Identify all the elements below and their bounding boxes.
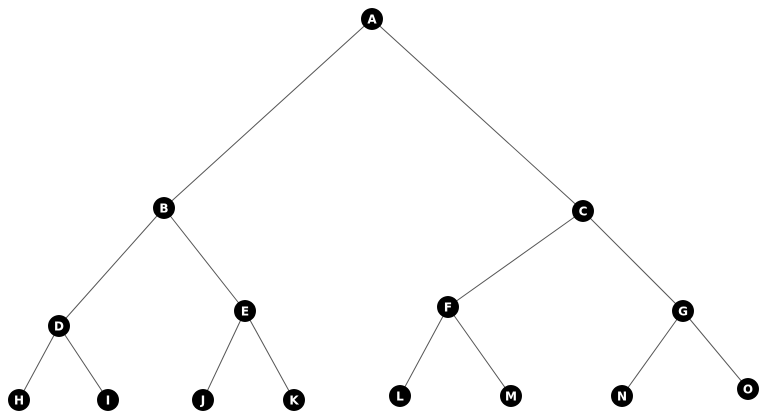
node-circle — [389, 385, 411, 407]
edge-e-j — [202, 310, 246, 401]
node-h: H — [8, 389, 30, 411]
node-label: K — [289, 394, 299, 408]
node-label: H — [14, 394, 24, 408]
node-label: B — [159, 202, 168, 216]
node-label: O — [743, 383, 753, 397]
node-b: B — [153, 197, 175, 219]
node-label: A — [367, 13, 377, 27]
node-circle — [500, 385, 522, 407]
node-label: N — [617, 390, 627, 404]
node-circle — [8, 389, 30, 411]
node-circle — [572, 200, 594, 222]
node-l: L — [389, 385, 411, 407]
edge-b-e — [163, 207, 246, 312]
node-m: M — [500, 385, 522, 407]
node-g: G — [672, 300, 694, 322]
node-circle — [153, 197, 175, 219]
node-j: J — [192, 389, 214, 411]
node-a: A — [361, 8, 383, 30]
node-circle — [737, 378, 759, 400]
node-circle — [437, 296, 459, 318]
node-label: E — [241, 305, 249, 319]
node-circle — [672, 300, 694, 322]
node-i: I — [97, 389, 119, 411]
node-circle — [361, 8, 383, 30]
node-circle — [48, 315, 70, 337]
edge-c-g — [582, 210, 684, 312]
edge-a-b — [163, 18, 373, 209]
node-label: D — [54, 320, 64, 334]
node-e: E — [234, 300, 256, 322]
node-label: L — [396, 390, 404, 404]
node-f: F — [437, 296, 459, 318]
edge-d-h — [18, 325, 60, 401]
node-label: J — [200, 394, 205, 408]
edge-b-d — [58, 207, 165, 327]
node-label: F — [444, 301, 452, 315]
node-label: C — [579, 205, 588, 219]
node-circle — [192, 389, 214, 411]
node-circle — [283, 389, 305, 411]
edge-f-m — [447, 306, 512, 397]
edge-a-c — [371, 18, 584, 212]
edge-g-o — [682, 310, 749, 390]
edge-f-l — [399, 306, 449, 397]
node-label: G — [678, 305, 688, 319]
node-label: M — [505, 390, 517, 404]
nodes-layer: A B C D E F G H I J K L M N O — [8, 8, 759, 411]
node-circle — [234, 300, 256, 322]
edge-d-i — [58, 325, 109, 401]
node-o: O — [737, 378, 759, 400]
node-circle — [611, 385, 633, 407]
node-circle — [97, 389, 119, 411]
node-d: D — [48, 315, 70, 337]
edge-c-f — [447, 210, 584, 308]
edges-layer — [18, 18, 749, 401]
node-n: N — [611, 385, 633, 407]
node-label: I — [106, 394, 110, 408]
node-c: C — [572, 200, 594, 222]
edge-g-n — [621, 310, 684, 397]
edge-e-k — [244, 310, 295, 401]
node-k: K — [283, 389, 305, 411]
